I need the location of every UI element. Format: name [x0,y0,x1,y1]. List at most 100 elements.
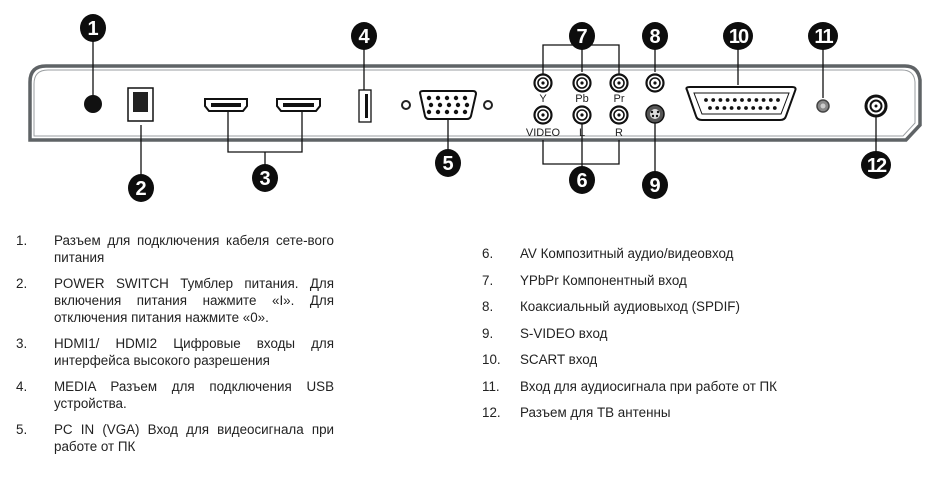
vga-pin [453,109,459,115]
hdmi1-port-icon [204,98,248,112]
callout-number: 12 [867,155,887,177]
rca-y-jack-icon [533,73,553,93]
usb-port-icon [358,89,372,123]
legend-item: 5. PC IN (VGA) Вход для видеосигнала при … [16,421,334,455]
vga-pin [444,109,450,115]
vga-pin [462,109,468,115]
legend-text: PC IN (VGA) Вход для видеосигнала при ра… [54,422,334,454]
legend-number: 12. [482,405,501,420]
callout-number: 1 [87,18,98,40]
scart-pin [751,106,756,110]
legend-text: Коаксиальный аудиовыход (SPDIF) [520,299,740,314]
legend-left: 1. Разъем для подключения кабеля сете-вог… [16,232,334,464]
legend-number: 1. [16,233,28,248]
callout-badge-11: 11 [808,22,838,50]
callout-badge-7: 7 [569,22,595,50]
vga-pin [437,102,443,108]
callout-badge-6: 6 [569,166,595,194]
power-jack-icon [84,95,102,113]
callout-number: 6 [576,170,587,192]
rca-pb-jack-icon [572,73,592,93]
callout-number: 5 [442,153,453,175]
callout-number: 8 [649,26,660,48]
legend-text: S-VIDEO вход [520,325,608,341]
scart-pin [715,106,720,110]
legend-text: Разъем для подключения кабеля сете-вого … [54,233,334,265]
legend-number: 5. [16,422,28,437]
legend-text: YPbPr Компонентный вход [520,272,687,288]
hdmi2-port-icon [276,98,321,112]
legend-number: 3. [16,336,28,351]
legend-item: 6.AV Композитный аудио/видеовход [482,245,902,262]
scart-pin [758,106,763,110]
jack-label-pr: Pr [614,93,625,105]
legend-text: Разъем для ТВ антенны [520,405,671,420]
scart-pin [776,98,780,102]
scart-pin [722,106,727,110]
legend-number: 11. [482,378,500,394]
scart-pin [747,98,752,102]
scart-pin [740,98,744,102]
callout-badge-12: 12 [861,151,891,179]
callout-badge-3: 3 [252,164,278,192]
legend-number: 8. [482,299,494,314]
callout-number: 4 [358,26,370,48]
rca-jacks [533,73,665,125]
jack-label-l: L [579,127,585,139]
callout-badge-1: 1 [80,14,106,42]
callout-number: 10 [729,26,749,48]
rca-audio-l-jack-icon [572,105,592,125]
legend-number: 4. [16,379,28,394]
pc-audio-jack-icon [816,99,830,113]
callout-badge-5: 5 [435,149,461,177]
vga-pin [455,102,461,108]
jack-label-pb: Pb [575,93,588,105]
legend-item: 7.YPbPr Компонентный вход [482,272,902,289]
legend-text: Вход для аудиосигнала при работе от ПК [520,378,777,394]
callout-number: 11 [814,26,833,48]
vga-pin [462,95,468,101]
legend-text: POWER SWITCH Тумблер питания. Для включе… [54,276,334,325]
vga-pin [428,102,434,108]
callout-number: 2 [135,178,146,200]
vga-port-icon [401,90,493,120]
vga-pin [446,102,452,108]
scart-pin [732,98,737,102]
antenna-port-icon [864,94,888,118]
scart-pin [711,98,716,102]
rca-pr-jack-icon [609,73,629,93]
scart-pin [768,98,773,102]
scart-pin [736,106,741,110]
vga-pin [426,95,432,101]
legend-number: 10. [482,352,501,367]
legend-number: 9. [482,325,494,341]
callout-number: 7 [576,26,587,48]
callout-badge-9: 9 [642,171,668,199]
vga-pin [464,102,470,108]
power-switch-icon [127,87,154,122]
rca-video-jack-icon [533,105,553,125]
scart-pin [761,98,766,102]
legend-text: MEDIA Разъем для подключения USB устройс… [54,379,334,411]
legend-number: 2. [16,276,28,291]
vga-pin [435,109,441,115]
callout-badge-4: 4 [351,22,377,50]
scart-pin [725,98,730,102]
vga-pin [444,95,450,101]
callout-badge-8: 8 [642,22,668,50]
scart-pin [765,106,770,110]
legend-item: 8. Коаксиальный аудиовыход (SPDIF) [482,298,902,315]
scart-pin [718,98,723,102]
legend-text: HDMI1/ HDMI2 Цифровые входы для интерфей… [54,336,334,368]
jack-label-r: R [615,127,623,139]
scart-pin [729,106,734,110]
callout-number: 9 [649,175,660,197]
callout-badge-2: 2 [128,174,154,202]
legend-right: 6.AV Композитный аудио/видеовход 7.YPbPr… [482,245,902,431]
callout-badge-10: 10 [723,22,753,50]
legend-item: 2. POWER SWITCH Тумблер питания. Для вклю… [16,275,334,326]
jack-label-video: VIDEO [526,127,561,139]
jack-label-y: Y [539,93,547,105]
vga-pin [435,95,441,101]
